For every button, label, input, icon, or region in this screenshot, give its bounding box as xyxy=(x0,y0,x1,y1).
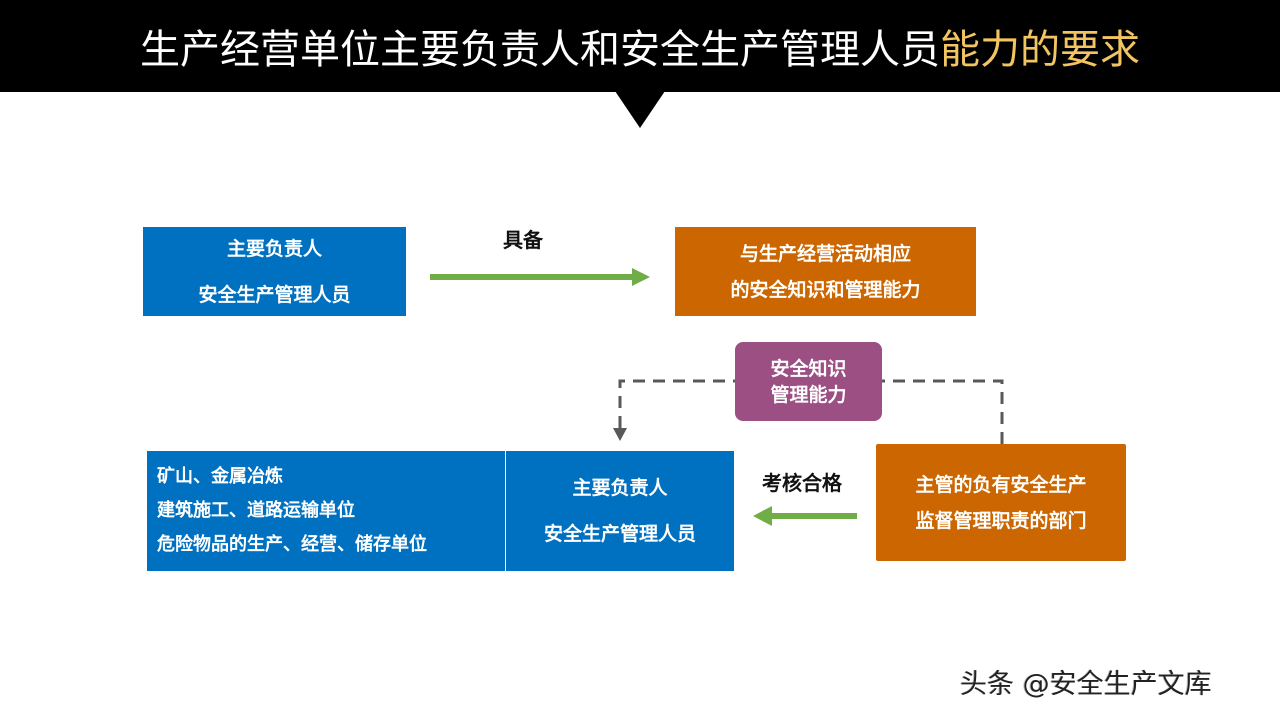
bottom-right-box: 主管的负有安全生产 监督管理职责的部门 xyxy=(876,444,1126,561)
box-line: 安全知识 xyxy=(770,357,847,380)
arrow-label-kaohe: 考核合格 xyxy=(762,471,842,495)
box-line: 主要负责人 xyxy=(226,237,322,260)
page-title: 生产经营单位主要负责人和安全生产管理人员能力的要求 xyxy=(0,0,1280,92)
box-line: 安全生产管理人员 xyxy=(198,283,351,306)
box-line: 监督管理职责的部门 xyxy=(915,509,1087,532)
box-line: 主管的负有安全生产 xyxy=(915,473,1087,496)
header-bar: 生产经营单位主要负责人和安全生产管理人员能力的要求 xyxy=(0,0,1280,92)
box-line: 危险物品的生产、经营、储存单位 xyxy=(157,534,427,555)
bottom-center-box: 主要负责人 安全生产管理人员 xyxy=(506,451,734,571)
arrow-label-jubei: 具备 xyxy=(503,228,543,252)
middle-box: 安全知识 管理能力 xyxy=(735,342,882,421)
dashed-connector xyxy=(618,379,1004,444)
box-line: 与生产经营活动相应 xyxy=(739,242,911,265)
box-line: 主要负责人 xyxy=(572,477,668,499)
box-line: 安全生产管理人员 xyxy=(543,523,696,545)
watermark: 头条 @安全生产文库 xyxy=(960,669,1212,700)
title-main: 生产经营单位主要负责人和安全生产管理人员 xyxy=(140,27,940,73)
top-left-box: 主要负责人 安全生产管理人员 xyxy=(143,227,406,316)
box-line: 建筑施工、道路运输单位 xyxy=(157,500,355,521)
arrow-jubei-head xyxy=(632,268,650,286)
box-line: 管理能力 xyxy=(770,383,847,406)
bottom-left-box: 矿山、金属冶炼 建筑施工、道路运输单位 危险物品的生产、经营、储存单位 xyxy=(147,451,505,571)
title-highlight: 能力的要求 xyxy=(940,27,1140,73)
arrow-kaohe-head xyxy=(753,506,772,526)
box-line: 矿山、金属冶炼 xyxy=(157,466,283,487)
dashed-arrow-head xyxy=(613,428,627,441)
header-pointer xyxy=(615,91,665,128)
box-line: 的安全知识和管理能力 xyxy=(730,278,921,301)
top-right-box: 与生产经营活动相应 的安全知识和管理能力 xyxy=(675,227,976,316)
